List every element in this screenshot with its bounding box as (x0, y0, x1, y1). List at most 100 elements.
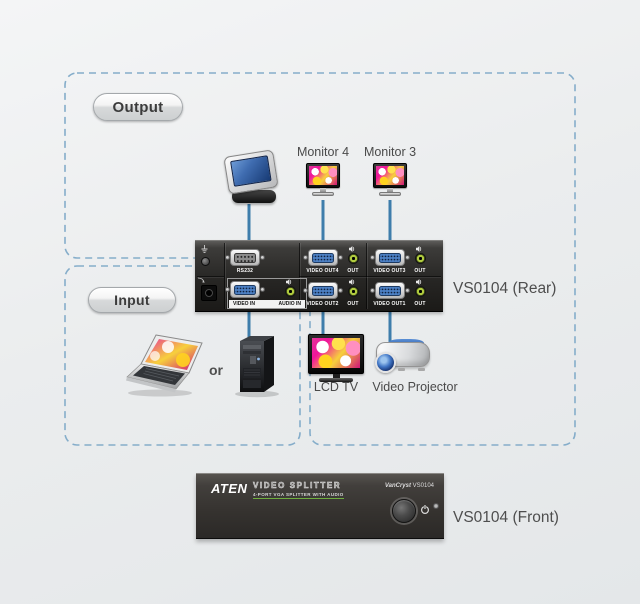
model-number: VS0104 (412, 483, 434, 489)
tv-screen (312, 338, 360, 368)
video-out4-port (303, 249, 343, 266)
video-out1-label: VIDEO OUT1 (373, 301, 406, 307)
speaker-icon (416, 246, 422, 252)
lcd-tv-caption: LCD TV (313, 380, 359, 394)
power-icon (420, 504, 430, 515)
tv-stand (333, 374, 340, 378)
monitor-screen (309, 166, 337, 185)
video-in-label: VIDEO IN (233, 301, 255, 307)
monitor3-caption: Monitor 3 (363, 145, 417, 159)
video-out2-port (303, 282, 343, 299)
front-caption: VS0104 (Front) (453, 509, 559, 526)
monitor-stand (320, 188, 326, 192)
speaker-icon (286, 279, 292, 285)
out-label: OUT (414, 268, 426, 274)
port-pins (234, 284, 256, 295)
power-led-icon (433, 503, 439, 509)
vs0104-rear-panel: RS232 VIDEO OUT4 OUT VIDEO OUT3 OUT (195, 240, 443, 312)
lcd-tv-icon (308, 334, 364, 384)
monitor-foot (312, 192, 334, 196)
monitor-screen (376, 166, 404, 185)
or-caption: or (209, 362, 223, 378)
port-pins (312, 285, 334, 296)
audio-out3-jack (415, 253, 426, 264)
video-projector-icon (374, 337, 432, 375)
video-in-group (227, 278, 307, 309)
panel-divider (197, 276, 224, 277)
audio-out1-jack (415, 286, 426, 297)
screw-icon (405, 255, 410, 260)
panel-divider (224, 243, 225, 309)
dc-jack-hole (205, 289, 213, 297)
monitor-stand (387, 188, 393, 192)
screw-icon (303, 288, 308, 293)
laptop-icon (126, 334, 203, 397)
touch-panel-base (232, 190, 276, 203)
desktop-tower-icon (235, 336, 279, 398)
monitor3-icon (373, 163, 407, 197)
port-pins (379, 252, 401, 263)
input-region-label: Input (88, 287, 176, 313)
screw-icon (260, 255, 265, 260)
power-button (392, 499, 416, 523)
video-out1-port (370, 282, 410, 299)
tv-foot (319, 378, 353, 382)
monitor4-icon (306, 163, 340, 197)
series-name: VanCryst (384, 483, 411, 489)
monitor-foot (379, 192, 401, 196)
input-region-border (64, 265, 301, 446)
projector-caption: Video Projector (372, 380, 458, 394)
speaker-icon (349, 279, 355, 285)
audio-in-jack (285, 286, 296, 297)
dc-power-jack (201, 285, 217, 301)
front-product-subtitle: 4-PORT VGA SPLITTER WITH AUDIO (253, 492, 344, 499)
out-label: OUT (347, 268, 359, 274)
projector-foot (418, 368, 425, 371)
screw-icon (225, 287, 230, 292)
aten-logo: ATEN (211, 481, 248, 496)
projector-foot (398, 368, 405, 371)
speaker-icon (349, 246, 355, 252)
output-region-label: Output (93, 93, 183, 121)
screw-icon (338, 255, 343, 260)
input-label-text: Input (114, 292, 150, 308)
vs0104-front-panel: ATEN VIDEO SPLITTER 4-PORT VGA SPLITTER … (196, 473, 444, 539)
screw-icon (405, 288, 410, 293)
video-in-port (225, 281, 265, 298)
screw-icon (370, 255, 375, 260)
screw-icon (201, 257, 210, 266)
touch-panel-body (223, 149, 279, 195)
output-region-border (64, 72, 576, 446)
port-pins (234, 252, 256, 263)
audio-in-label: AUDIO IN (278, 301, 302, 307)
out-label: OUT (414, 301, 426, 307)
screw-icon (260, 287, 265, 292)
screw-icon (338, 288, 343, 293)
speaker-icon (416, 279, 422, 285)
rear-caption: VS0104 (Rear) (453, 280, 557, 297)
screw-icon (303, 255, 308, 260)
video-out2-label: VIDEO OUT2 (306, 301, 339, 307)
audio-out4-jack (348, 253, 359, 264)
monitor4-caption: Monitor 4 (296, 145, 350, 159)
projector-lens-icon (375, 352, 396, 373)
port-pins (312, 252, 334, 263)
video-audio-in-labelbar: VIDEO IN AUDIO IN (229, 300, 305, 308)
rs232-port (225, 249, 265, 266)
panel-divider (299, 276, 441, 277)
port-pins (379, 285, 401, 296)
front-product-title: VIDEO SPLITTER (253, 481, 342, 491)
output-label-text: Output (112, 98, 164, 116)
dc-power-icon (197, 277, 205, 283)
touch-panel-screen (230, 155, 272, 187)
rs232-label: RS232 (236, 268, 254, 274)
front-model-text: VanCryst VS0104 (385, 483, 434, 489)
screw-icon (225, 255, 230, 260)
video-out3-label: VIDEO OUT3 (373, 268, 406, 274)
touch-panel-icon (223, 149, 282, 203)
video-out4-label: VIDEO OUT4 (306, 268, 339, 274)
screw-icon (370, 288, 375, 293)
out-label: OUT (347, 301, 359, 307)
ground-icon (201, 245, 208, 254)
